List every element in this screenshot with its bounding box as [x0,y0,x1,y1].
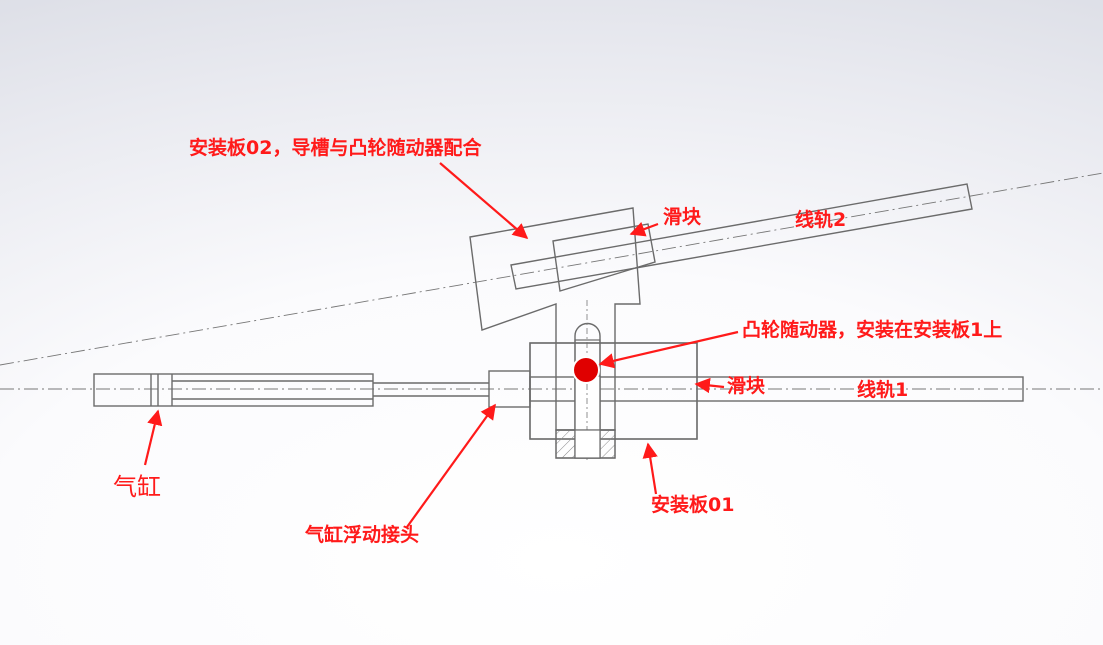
label-floating-joint: 气缸浮动接头 [305,524,420,546]
arrow-cylinder [143,409,163,466]
cylinder-body [93,373,374,407]
arrow-plate01 [642,442,658,495]
label-rail2: 线轨2 [795,209,847,231]
arrow-plate02 [439,162,529,240]
label-cylinder: 气缸 [113,473,161,501]
arrow-slider-top [629,221,659,237]
annotation-arrows [143,162,739,528]
arrow-floating-joint [406,403,496,528]
linear-rail-2 [510,183,973,292]
cam-follower-dot [572,356,600,384]
label-plate01: 安装板01 [651,494,735,516]
label-slider-bottom: 滑块 [727,375,766,397]
label-cam-follower: 凸轮随动器，安装在安装板1上 [742,319,1003,341]
arrow-cam-follower [598,330,739,369]
label-slider-top: 滑块 [663,206,702,228]
label-plate02: 安装板02，导槽与凸轮随动器配合 [189,137,482,159]
label-rail1: 线轨1 [857,379,909,401]
cylinder-rod [373,382,489,397]
mounting-plate-01 [529,339,698,459]
inclined-centerline [0,172,1103,366]
arrow-slider-bottom [694,377,725,394]
